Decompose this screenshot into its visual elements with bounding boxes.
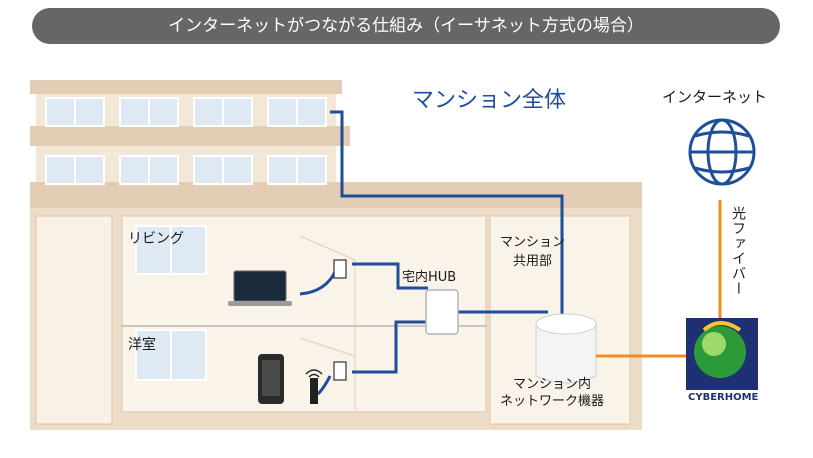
hub-label: 宅内HUB bbox=[402, 270, 457, 285]
shared-area-label: マンション 共用部 bbox=[500, 235, 566, 269]
header-title: インターネットがつながる仕組み（イーサネット方式の場合） bbox=[32, 8, 780, 44]
wifi-router-icon bbox=[305, 369, 323, 404]
room-windows bbox=[135, 225, 207, 381]
fiber-label: 光ファイバー bbox=[730, 206, 746, 296]
internet-label: インターネット bbox=[662, 88, 768, 106]
smartphone-icon bbox=[258, 354, 284, 404]
upper-windows bbox=[45, 97, 327, 185]
cyberhome-logo bbox=[686, 318, 758, 408]
cyberhome-logo-text: CYBERHOME bbox=[688, 392, 759, 403]
globe-icon bbox=[688, 118, 756, 186]
network-equipment-icon bbox=[535, 313, 597, 384]
laptop-icon bbox=[228, 270, 292, 306]
hub-device bbox=[425, 289, 459, 335]
western-room-label: 洋室 bbox=[128, 337, 156, 353]
wall-socket bbox=[333, 259, 347, 381]
living-room-label: リビング bbox=[128, 231, 184, 247]
fiber-cables bbox=[596, 200, 722, 358]
network-device-label: マンション内 ネットワーク機器 bbox=[500, 377, 605, 409]
building-label: マンション全体 bbox=[412, 88, 567, 113]
